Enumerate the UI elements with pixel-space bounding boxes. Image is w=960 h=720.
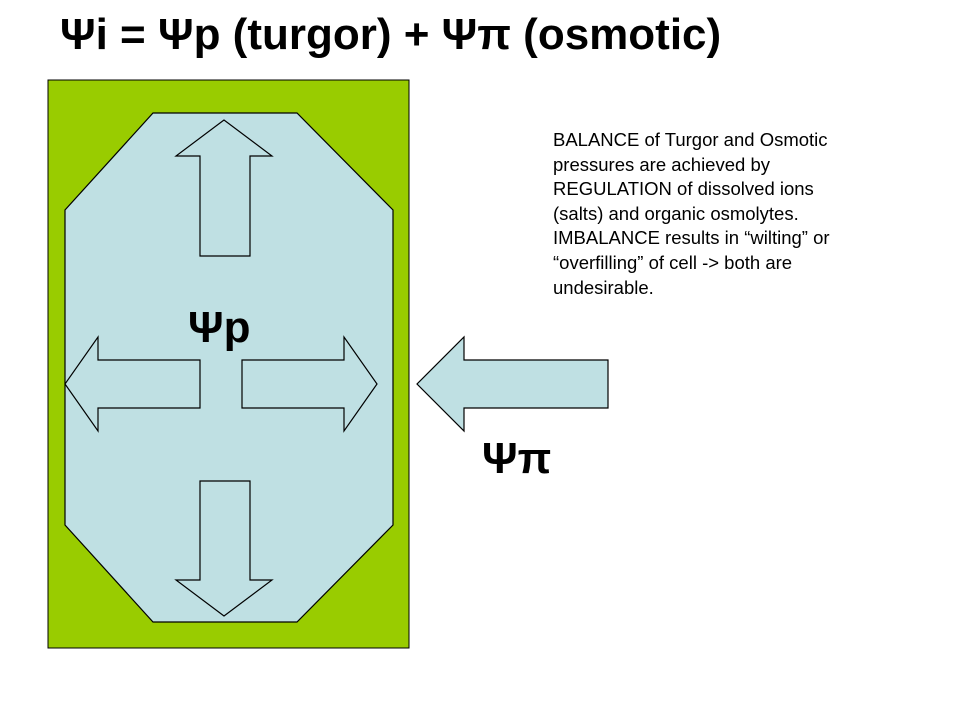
explanation-line: IMBALANCE results in “wilting” or — [553, 227, 830, 249]
turgor-arrow-down — [174, 480, 274, 617]
osmotic-label: Ψπ — [482, 434, 551, 483]
turgor-arrow-left — [64, 335, 201, 433]
explanation-line: “overfilling” of cell -> both are — [553, 251, 793, 273]
slide-title: Ψi = Ψp (turgor) + Ψπ (osmotic) — [60, 10, 722, 59]
osmotic-arrow — [416, 335, 609, 433]
explanation-text: BALANCE of Turgor and Osmotic pressures … — [553, 128, 933, 300]
turgor-arrow-up — [174, 119, 274, 257]
turgor-arrow-right — [241, 335, 378, 433]
turgor-label: Ψp — [188, 303, 250, 352]
explanation-line: REGULATION of dissolved ions — [553, 178, 814, 200]
explanation-line: BALANCE of Turgor and Osmotic — [553, 129, 828, 150]
cytoplasm — [64, 112, 394, 623]
explanation-line: pressures are achieved by — [553, 153, 770, 175]
explanation-line: (salts) and organic osmolytes. — [553, 202, 799, 224]
explanation-line: undesirable. — [553, 276, 654, 298]
